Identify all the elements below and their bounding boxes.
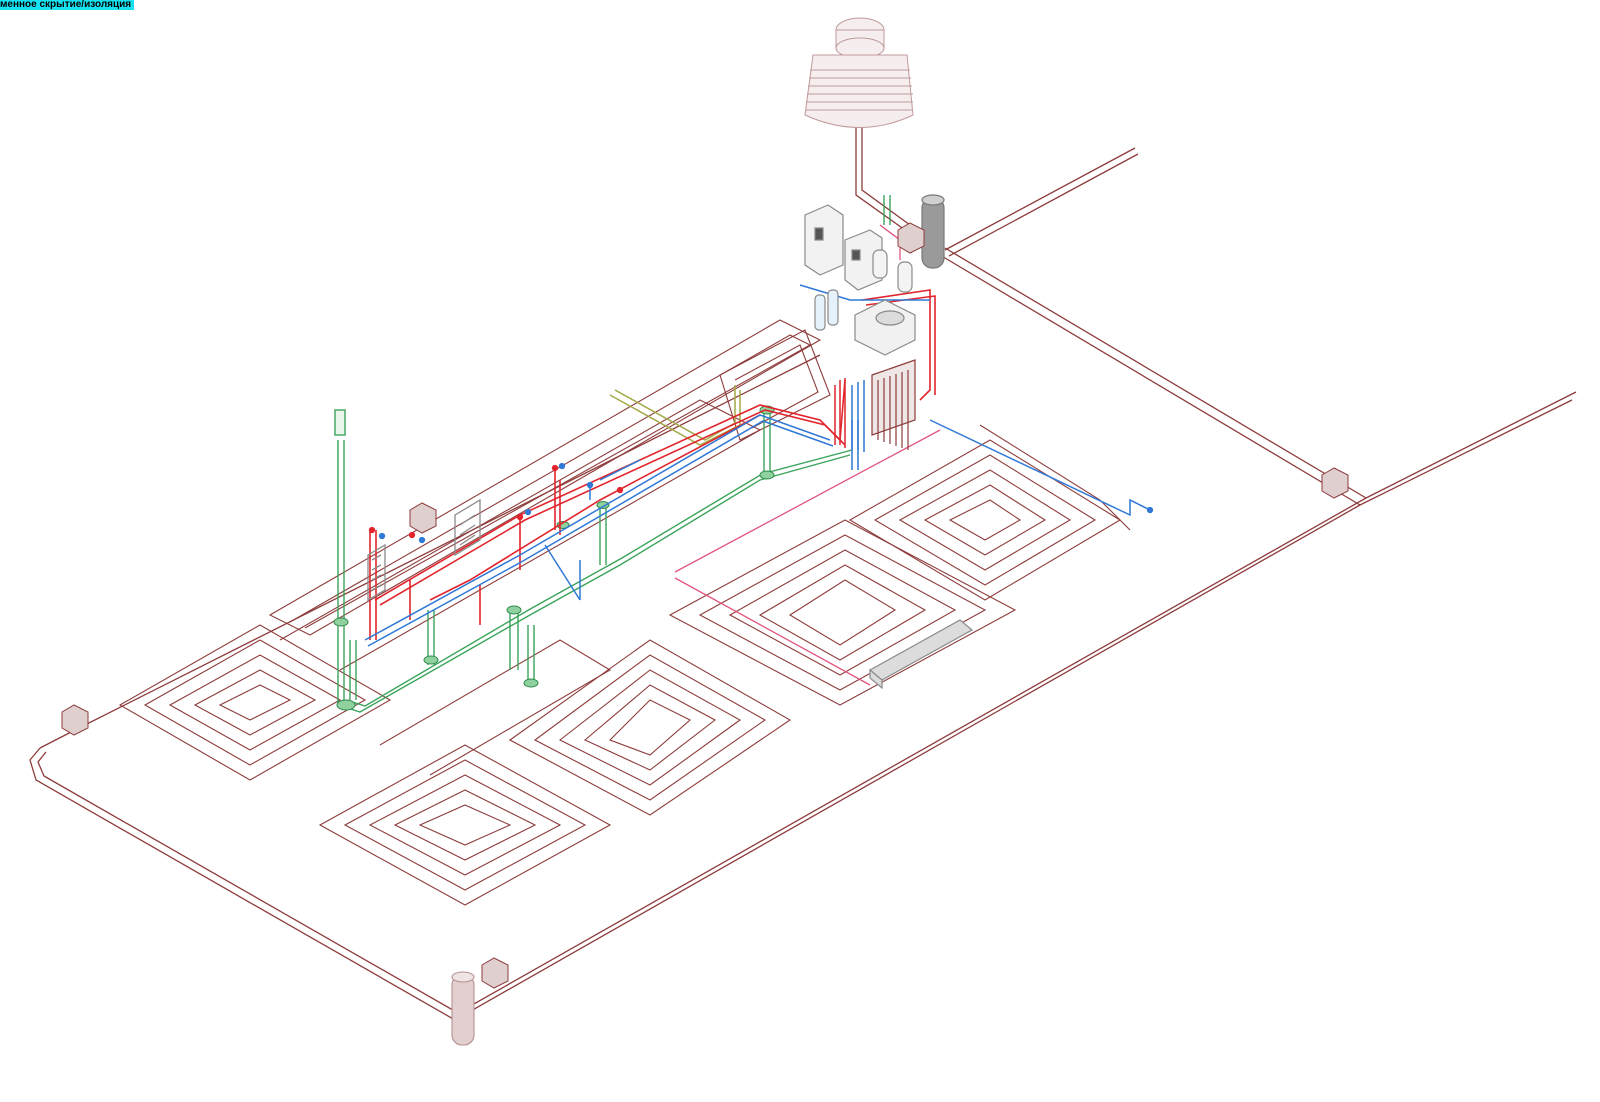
cylinder-tank — [921, 194, 945, 269]
boiler-icon — [804, 204, 883, 291]
riser-tubes — [368, 462, 1154, 544]
expansion-tanks — [814, 249, 916, 356]
manifold-risers — [834, 378, 865, 452]
floor-zone-4 — [668, 519, 1017, 706]
sewer-fittings — [333, 405, 775, 711]
supply-trunk — [369, 289, 936, 640]
return-trunk — [364, 284, 1151, 647]
flue-pipe — [855, 100, 911, 231]
floor-zone-1 — [118, 624, 392, 781]
floor-heating-loops — [118, 319, 1131, 906]
floor-zone-3 — [508, 639, 792, 816]
perimeter-pipe — [29, 147, 1577, 1021]
manifold-icon — [871, 359, 916, 450]
tank-icon — [804, 17, 914, 128]
drain-cylinder — [451, 971, 475, 1046]
floor-zone-5 — [848, 439, 1122, 601]
floor-zone-2 — [318, 744, 612, 906]
floor-zone-corridor — [268, 319, 1131, 776]
radiator-icon — [367, 498, 481, 602]
floor-convector — [868, 619, 974, 690]
sewer-pipes — [334, 195, 891, 713]
inspection-boxes — [61, 222, 1349, 989]
view-mode-tag: менное скрытие/изоляция — [0, 0, 135, 10]
